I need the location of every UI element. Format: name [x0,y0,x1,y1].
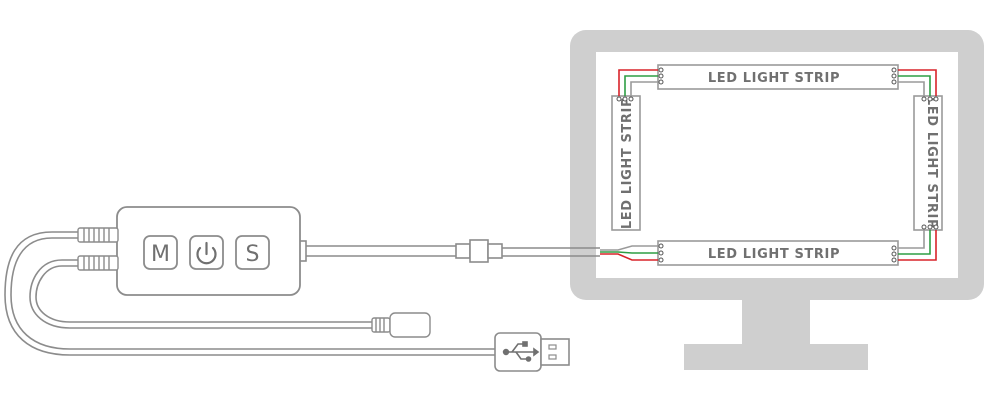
led-strip-left: LED LIGHT STRIP [611,95,641,231]
usb-plug [494,332,570,372]
cable-boot-top [77,227,119,243]
usb-icon [502,341,540,362]
cable-boot-bottom [77,255,119,271]
led-strip-top: LED LIGHT STRIP [657,64,899,90]
speed-button-label: S [246,242,260,267]
mode-button[interactable]: M [143,235,178,270]
wires-bottom-right [898,230,937,261]
power-button[interactable] [189,235,224,270]
led-strip-right: LED LIGHT STRIP [913,95,943,231]
led-strip-bottom: LED LIGHT STRIP [657,240,899,266]
mode-button-label: M [151,242,170,267]
connector-dots [616,67,939,263]
wires-top-left [618,69,658,96]
wires-input [600,245,658,261]
speed-button[interactable]: S [235,235,270,270]
output-cable [296,239,600,263]
dc-jack-icon [371,312,431,338]
strip-label-top: LED LIGHT STRIP [708,71,840,86]
input-cables [4,231,495,356]
power-icon [196,241,217,265]
wires-top-right [898,69,937,96]
strip-label-bottom: LED LIGHT STRIP [708,247,840,262]
strip-label-right: LED LIGHT STRIP [924,97,939,229]
strip-label-left: LED LIGHT STRIP [620,97,635,229]
